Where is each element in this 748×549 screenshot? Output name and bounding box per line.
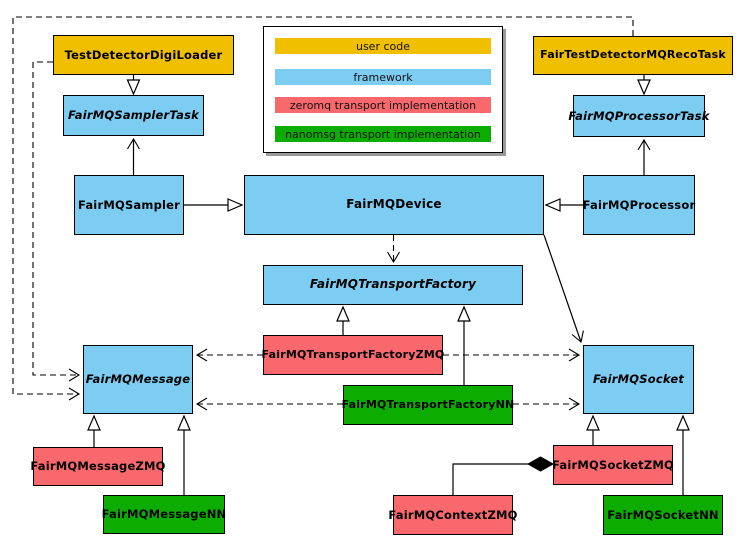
edge-contextzmq-to-socketzmq — [452, 463, 529, 495]
class-node-fairmqsamplertask: FairMQSamplerTask — [63, 95, 204, 136]
class-node-fairmqtransportfactoryzmq: FairMQTransportFactoryZMQ — [262, 335, 444, 375]
legend-label: zeromq transport implementation — [289, 98, 477, 112]
legend-item-nanomsg: nanomsg transport implementation — [275, 126, 491, 142]
class-node-testdetectordigiloader: TestDetectorDigiLoader — [53, 35, 234, 75]
class-node-fairmqsampler: FairMQSampler — [74, 175, 184, 235]
class-node-fairmqsocket: FairMQSocket — [583, 345, 694, 414]
class-node-fairmqdevice: FairMQDevice — [244, 175, 544, 235]
legend-label: nanomsg transport implementation — [285, 127, 481, 141]
class-node-fairmqtransportfactory: FairMQTransportFactory — [263, 265, 523, 305]
class-node-fairmqmessagezmq: FairMQMessageZMQ — [30, 447, 165, 486]
legend-item-zeromq: zeromq transport implementation — [275, 97, 491, 113]
class-node-fairtestdetectormqrecotask: FairTestDetectorMQRecoTask — [533, 36, 733, 75]
class-node-fairmqcontextzmq: FairMQContextZMQ — [388, 495, 517, 535]
edge-device-to-socket — [543, 234, 584, 344]
class-node-fairmqtransportfactorynn: FairMQTransportFactoryNN — [342, 385, 514, 425]
legend-label: user code — [355, 39, 411, 53]
legend-item-user-code: user code — [275, 38, 491, 54]
class-node-fairmqsocketnn: FairMQSocketNN — [603, 495, 723, 535]
class-node-fairmqmessagenn: FairMQMessageNN — [102, 495, 226, 534]
class-node-fairmqsocketzmq: FairMQSocketZMQ — [552, 445, 674, 485]
class-node-fairmqmessage: FairMQMessage — [83, 345, 193, 414]
class-node-fairmqprocessor: FairMQProcessor — [583, 175, 695, 235]
class-node-fairmqprocessortask: FairMQProcessorTask — [568, 95, 709, 137]
legend: user code framework zeromq transport imp… — [263, 26, 503, 153]
composition-diamond-icon — [526, 456, 555, 472]
legend-item-framework: framework — [275, 69, 491, 85]
legend-label: framework — [353, 70, 413, 84]
